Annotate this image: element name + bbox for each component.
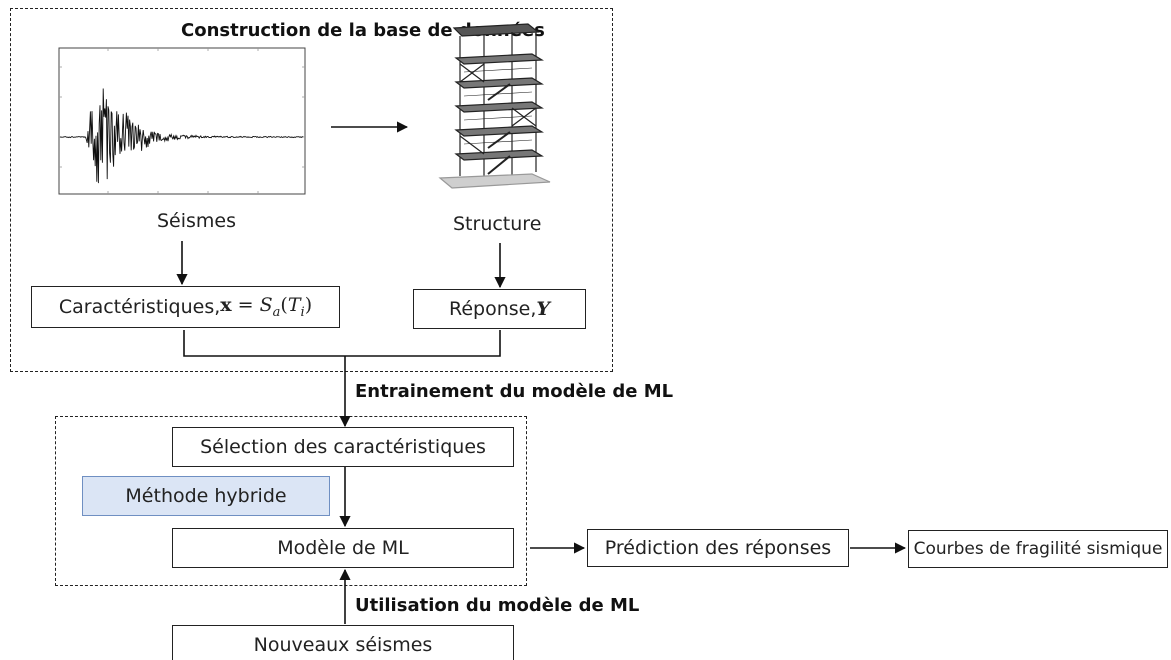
- prediction-box: Prédiction des réponses: [587, 529, 849, 567]
- usage-label: Utilisation du modèle de ML: [355, 595, 640, 616]
- formula-eq: =: [231, 294, 260, 317]
- database-section-title: Construction de la base de données: [181, 20, 545, 41]
- new-earthquakes-box: Nouveaux séismes: [172, 625, 514, 660]
- formula-s: S: [259, 294, 273, 317]
- hybrid-method-box: Méthode hybride: [82, 476, 330, 516]
- formula-open: (: [280, 294, 288, 317]
- training-label: Entrainement du modèle de ML: [355, 381, 674, 402]
- formula-sub-i: i: [300, 304, 305, 320]
- ml-section-frame: [55, 416, 527, 586]
- formula-close: ): [304, 294, 313, 317]
- response-label: Réponse,: [449, 298, 537, 320]
- building-sketch: [438, 23, 551, 189]
- features-box: Caractéristiques, x = Sa(Ti): [31, 286, 340, 328]
- formula-x: x: [220, 294, 232, 317]
- structure-label: Structure: [453, 213, 542, 235]
- database-section-frame: [10, 8, 613, 372]
- features-formula: x = Sa(Ti): [220, 294, 312, 320]
- merge-connector: [183, 330, 501, 357]
- formula-sub-a: a: [272, 304, 281, 320]
- fragility-box: Courbes de fragilité sismique: [908, 530, 1168, 568]
- ml-model-box: Modèle de ML: [172, 528, 514, 568]
- features-label: Caractéristiques,: [58, 296, 221, 318]
- response-box: Réponse, Y: [413, 289, 586, 329]
- formula-y: Y: [536, 298, 550, 320]
- earthquake-label: Séismes: [157, 210, 237, 232]
- seismogram-plot: [58, 47, 306, 195]
- formula-t: T: [287, 294, 301, 317]
- feature-selection-box: Sélection des caractéristiques: [172, 427, 514, 467]
